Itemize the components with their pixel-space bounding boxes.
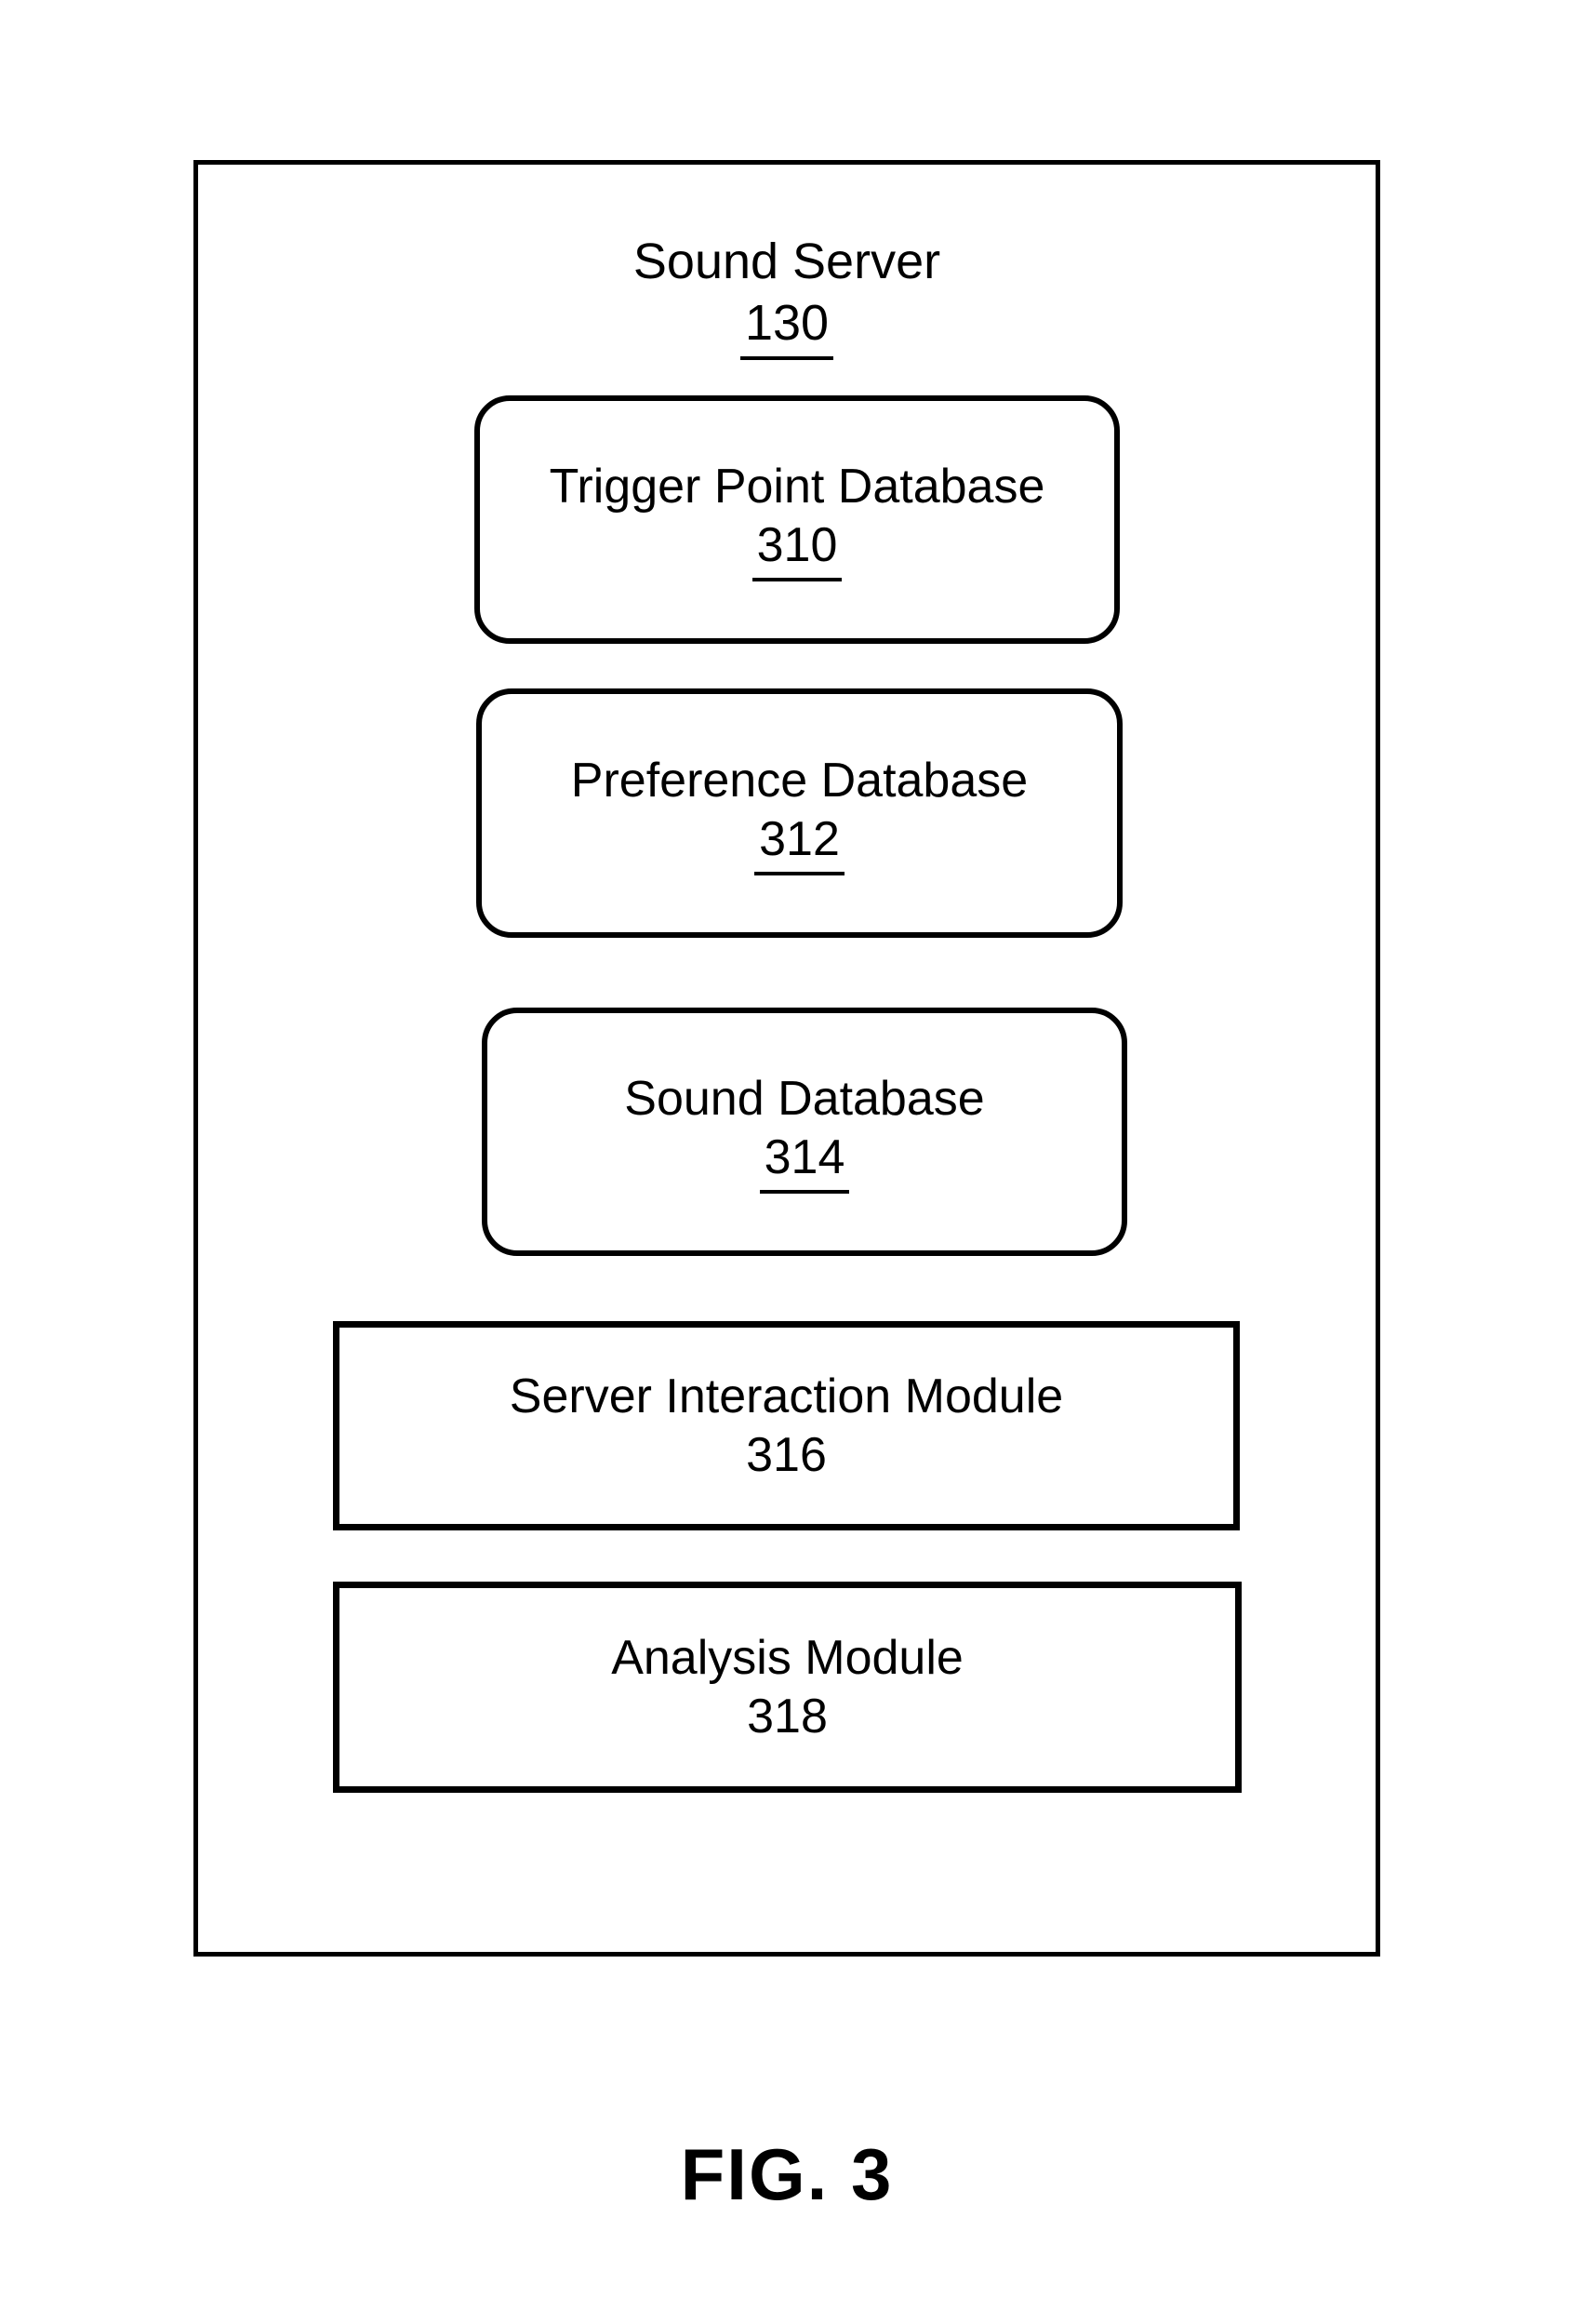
sound-server-number-line: 130: [193, 292, 1380, 360]
box-label: Trigger Point Database: [549, 460, 1045, 514]
sound-server-number: 130: [739, 292, 834, 360]
sound-server-title: Sound Server: [632, 234, 941, 289]
box-number: 318: [747, 1689, 828, 1743]
figure-caption: FIG. 3: [680, 2133, 894, 2215]
box-number: 316: [746, 1427, 827, 1482]
analysis-module-box: Analysis Module 318: [333, 1582, 1242, 1793]
box-number-line: 310: [751, 516, 843, 581]
box-number-line: 314: [759, 1129, 850, 1194]
box-label: Analysis Module: [611, 1630, 964, 1685]
box-label: Preference Database: [570, 753, 1029, 808]
box-number-line: 316: [741, 1426, 831, 1485]
box-label: Sound Database: [624, 1072, 985, 1126]
box-number: 314: [759, 1129, 850, 1194]
box-number-line: 318: [742, 1688, 832, 1746]
box-label: Server Interaction Module: [509, 1369, 1064, 1423]
trigger-point-database-box: Trigger Point Database 310: [474, 395, 1120, 644]
sound-database-box: Sound Database 314: [482, 1008, 1127, 1256]
box-number-line: 312: [754, 810, 845, 875]
server-interaction-module-box: Server Interaction Module 316: [333, 1321, 1240, 1530]
box-number: 312: [754, 810, 845, 875]
box-number: 310: [751, 516, 843, 581]
sound-server-title-block: Sound Server 130: [193, 231, 1380, 360]
preference-database-box: Preference Database 312: [476, 688, 1123, 938]
